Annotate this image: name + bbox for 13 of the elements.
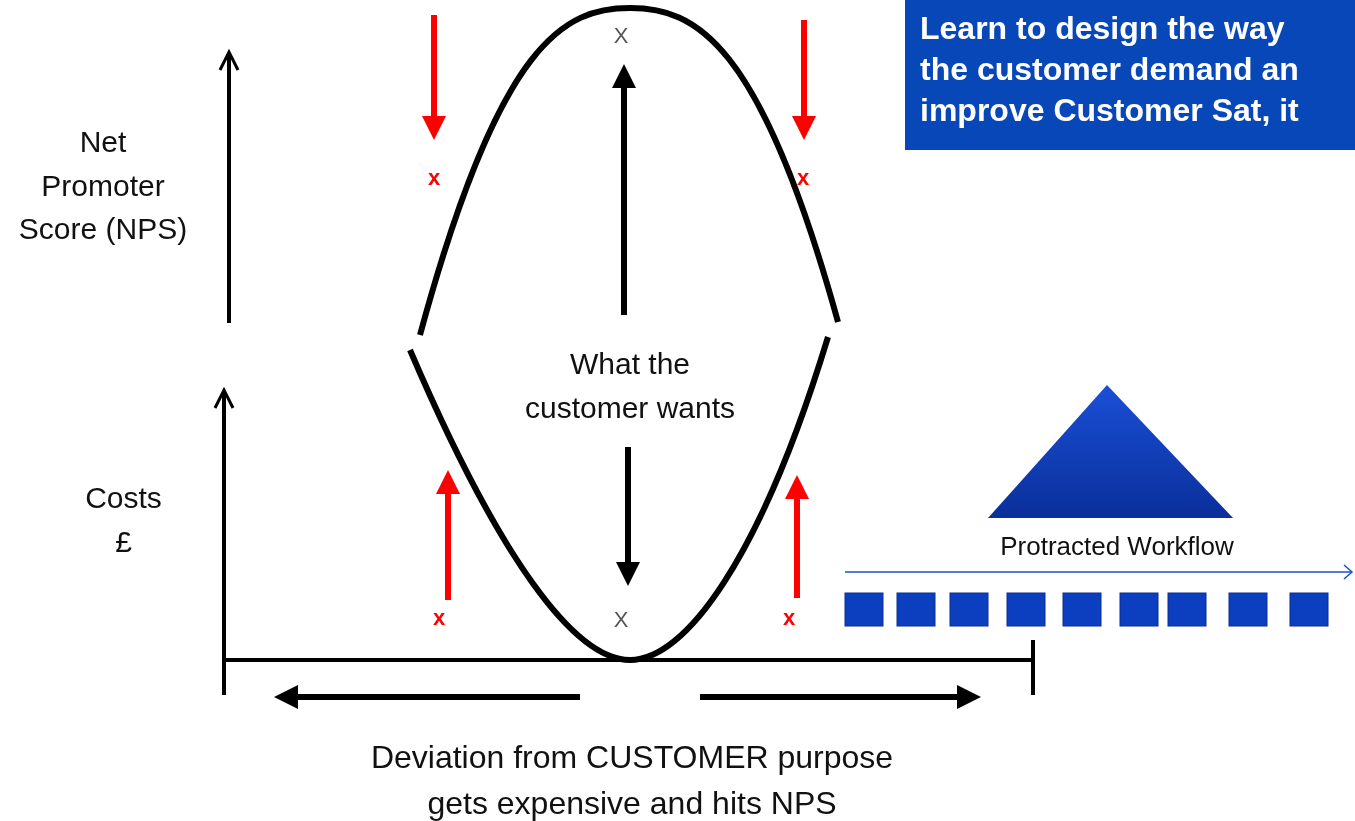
x-mark: x (795, 164, 811, 192)
banner-text: Learn to design the way the customer demand an improve Customer Sat, it (920, 9, 1300, 130)
x-mark: x (781, 604, 797, 632)
x-mark: x (431, 604, 447, 632)
diagram-label: What the customer wants (523, 346, 737, 426)
x-mark: x (426, 164, 442, 192)
diagram-label: Protracted Workflow (999, 530, 1235, 563)
message-banner (905, 0, 1355, 150)
diagram-label: Deviation from CUSTOMER purpose gets expensive and hits NPS (369, 738, 895, 821)
x-mark: X (612, 606, 630, 634)
diagram-label: Costs £ (84, 480, 163, 560)
diagram-label: Net Promoter Score (NPS) (17, 124, 189, 247)
x-mark: X (612, 22, 630, 50)
